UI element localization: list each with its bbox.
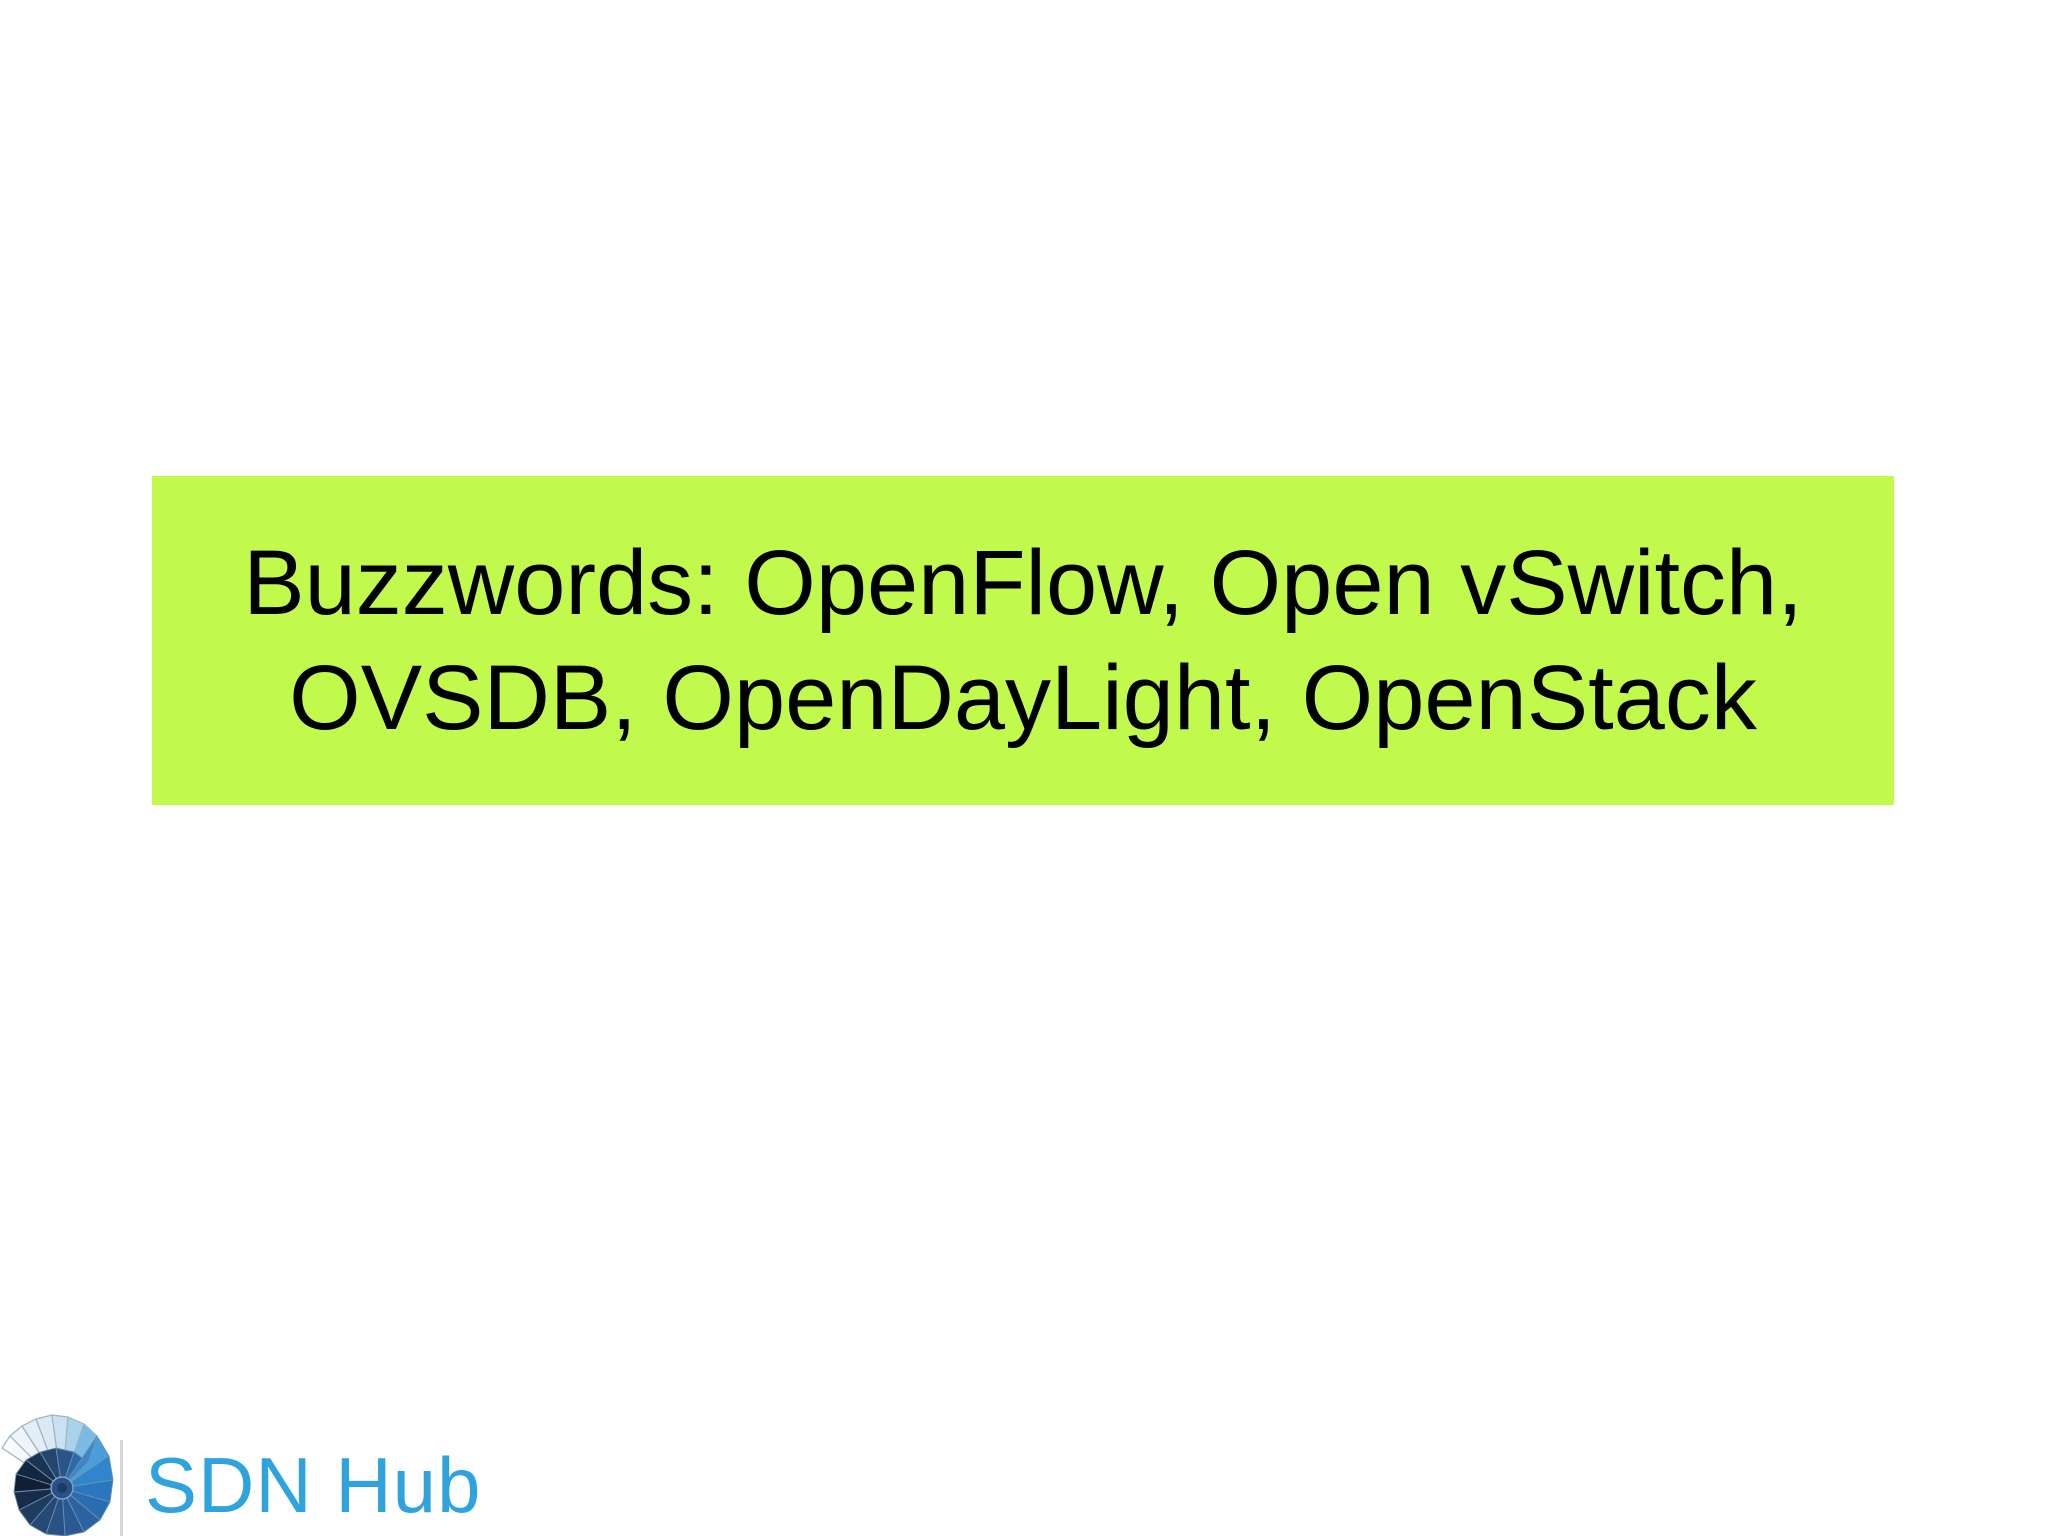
sdn-hub-pinwheel-icon bbox=[0, 1410, 116, 1536]
highlight-banner: Buzzwords: OpenFlow, Open vSwitch, OVSDB… bbox=[152, 476, 1894, 805]
title-line-2: OVSDB, OpenDayLight, OpenStack bbox=[289, 646, 1757, 749]
logo-wordmark: SDN Hub bbox=[145, 1441, 482, 1529]
sdn-hub-logo: SDN Hub bbox=[0, 1410, 481, 1536]
title-line-1: Buzzwords: OpenFlow, Open vSwitch, bbox=[243, 531, 1803, 634]
logo-divider bbox=[120, 1440, 123, 1536]
page-title: Buzzwords: OpenFlow, Open vSwitch, OVSDB… bbox=[243, 526, 1803, 756]
